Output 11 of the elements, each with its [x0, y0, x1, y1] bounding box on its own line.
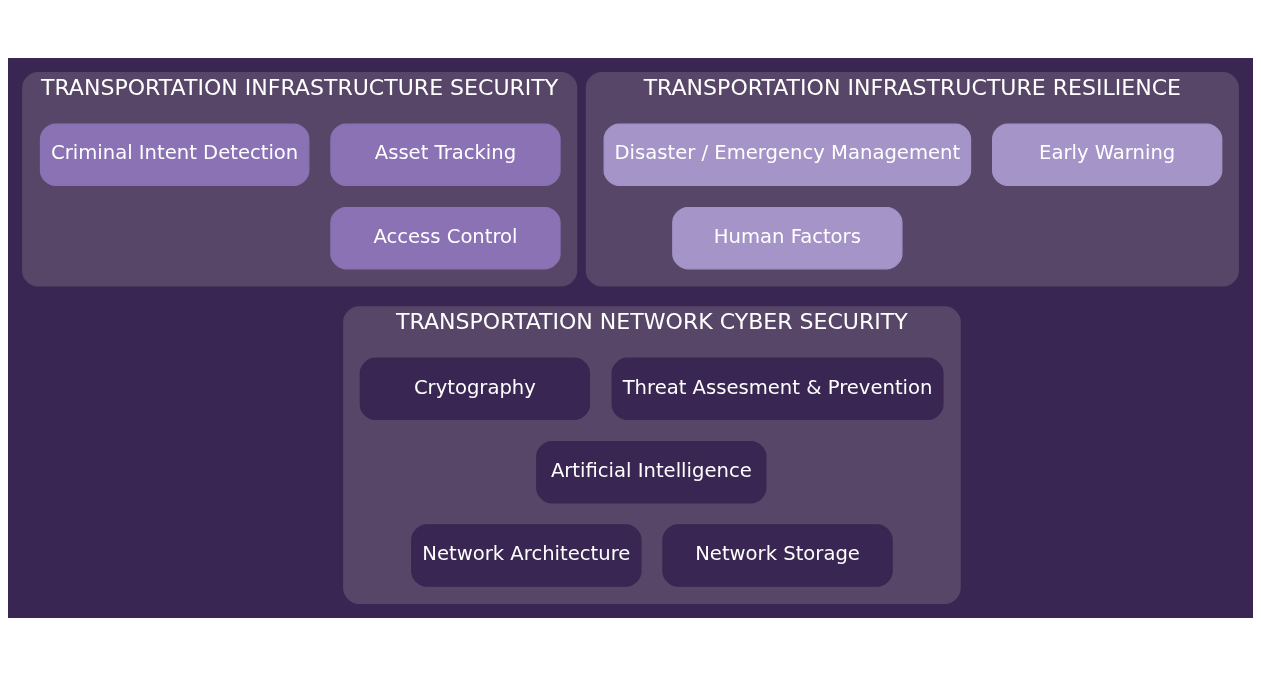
- node-box: Disaster / Emergency Management: [603, 123, 972, 186]
- node-box: Access Control: [330, 206, 561, 269]
- node-box: Human Factors: [672, 206, 903, 269]
- node-box: Network Storage: [662, 523, 893, 587]
- node-box: Criminal Intent Detection: [39, 123, 310, 186]
- node-box: Crytography: [359, 357, 591, 420]
- node-box: Threat Assesment & Prevention: [611, 357, 944, 420]
- node-box: Asset Tracking: [330, 123, 561, 186]
- node-box: Network Architecture: [411, 523, 642, 587]
- node-box: Artificial Intelligence: [536, 440, 767, 503]
- node-box: Early Warning: [992, 123, 1223, 186]
